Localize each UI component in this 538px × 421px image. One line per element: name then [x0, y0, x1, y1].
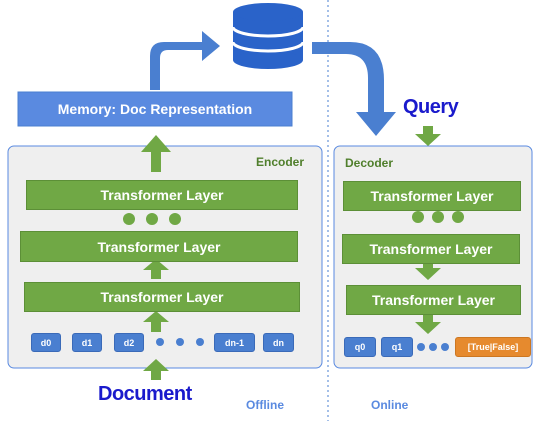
db-to-decoder-arrow	[312, 42, 396, 136]
encoder-token-ellipsis	[156, 338, 204, 346]
online-label: Online	[371, 398, 409, 412]
query-arrow	[415, 126, 441, 146]
encoder-token: dn-1	[214, 333, 255, 352]
decoder-layer-bottom: Transformer Layer	[346, 285, 521, 315]
decoder-layer-middle: Transformer Layer	[342, 234, 520, 264]
decoder-token: q0	[344, 337, 376, 357]
encoder-arrow-3	[143, 259, 169, 279]
offline-label: Offline	[246, 398, 284, 412]
decoder-arrow-3	[415, 313, 441, 334]
memory-to-db-arrow	[150, 31, 220, 90]
database-icon	[231, 3, 305, 69]
decoder-output: [True|False]	[455, 337, 531, 357]
decoder-arrow-2	[415, 258, 441, 280]
encoder-layer-bottom: Transformer Layer	[24, 282, 300, 312]
encoder-layer-middle: Transformer Layer	[20, 231, 298, 262]
decoder-title: Decoder	[345, 156, 394, 170]
decoder-token: q1	[381, 337, 413, 357]
decoder-layer-top: Transformer Layer	[343, 181, 521, 211]
encoder-token: dn	[263, 333, 294, 352]
encoder-layer-top: Transformer Layer	[26, 180, 298, 210]
decoder-layer-ellipsis	[412, 211, 464, 223]
memory-label: Memory: Doc Representation	[57, 101, 253, 117]
encoder-title: Encoder	[256, 155, 305, 169]
encoder-layer-ellipsis	[123, 213, 181, 225]
memory-box	[17, 91, 293, 127]
query-label: Query	[403, 96, 459, 118]
encoder-token: d0	[31, 333, 61, 352]
encoder-token: d1	[72, 333, 102, 352]
document-arrow	[143, 359, 169, 380]
document-label: Document	[98, 383, 192, 405]
encoder-arrow-tokens	[143, 311, 169, 332]
encoder-token: d2	[114, 333, 144, 352]
encoder-to-memory-arrow	[141, 135, 171, 172]
decoder-token-ellipsis	[417, 343, 449, 351]
